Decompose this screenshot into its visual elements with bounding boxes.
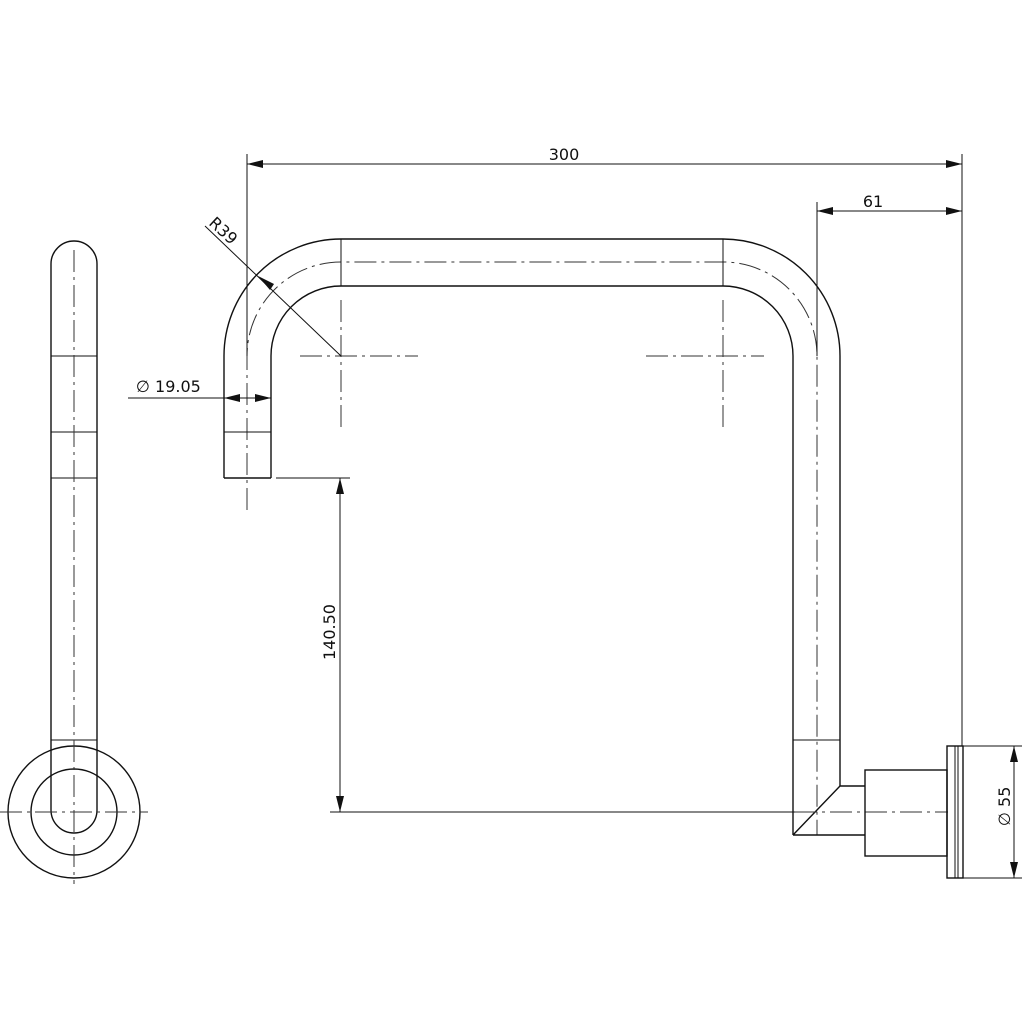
dim-300-arrow-right <box>946 160 962 168</box>
dim-140-arrow-bottom <box>336 796 344 812</box>
dim-55-arrow-top <box>1010 746 1018 762</box>
side-view <box>0 240 148 884</box>
dim-19-05-label: ∅ 19.05 <box>136 377 201 396</box>
dimensions: 300 61 R39 ∅ 19.05 140.50 ∅ 55 <box>128 145 1022 879</box>
pipe-centerline <box>246 261 818 835</box>
dim-61-arrow-right <box>946 207 962 215</box>
wall-elbow <box>792 785 865 836</box>
front-view <box>223 238 964 879</box>
dim-300-arrow-left <box>247 160 263 168</box>
dim-300-label: 300 <box>549 145 580 164</box>
dim-19-05-arrow-left <box>224 394 240 402</box>
dim-61-label: 61 <box>863 192 883 211</box>
dim-140-arrow-top <box>336 478 344 494</box>
dim-r39-arrow <box>258 276 274 290</box>
dim-19-05-arrow-right <box>255 394 271 402</box>
pipe-outer-outline <box>223 238 841 786</box>
dim-55-arrow-bottom <box>1010 862 1018 878</box>
dim-55-label: ∅ 55 <box>995 787 1014 826</box>
dim-140-label: 140.50 <box>320 604 339 660</box>
side-view-pipe-end <box>50 809 98 834</box>
dim-r39-label: R39 <box>205 213 241 248</box>
connector-body <box>864 769 948 857</box>
side-view-pipe-outline <box>50 240 98 810</box>
dim-r39-leader <box>204 225 342 357</box>
dim-61-arrow-left <box>817 207 833 215</box>
pipe-inner-outline <box>270 285 794 835</box>
